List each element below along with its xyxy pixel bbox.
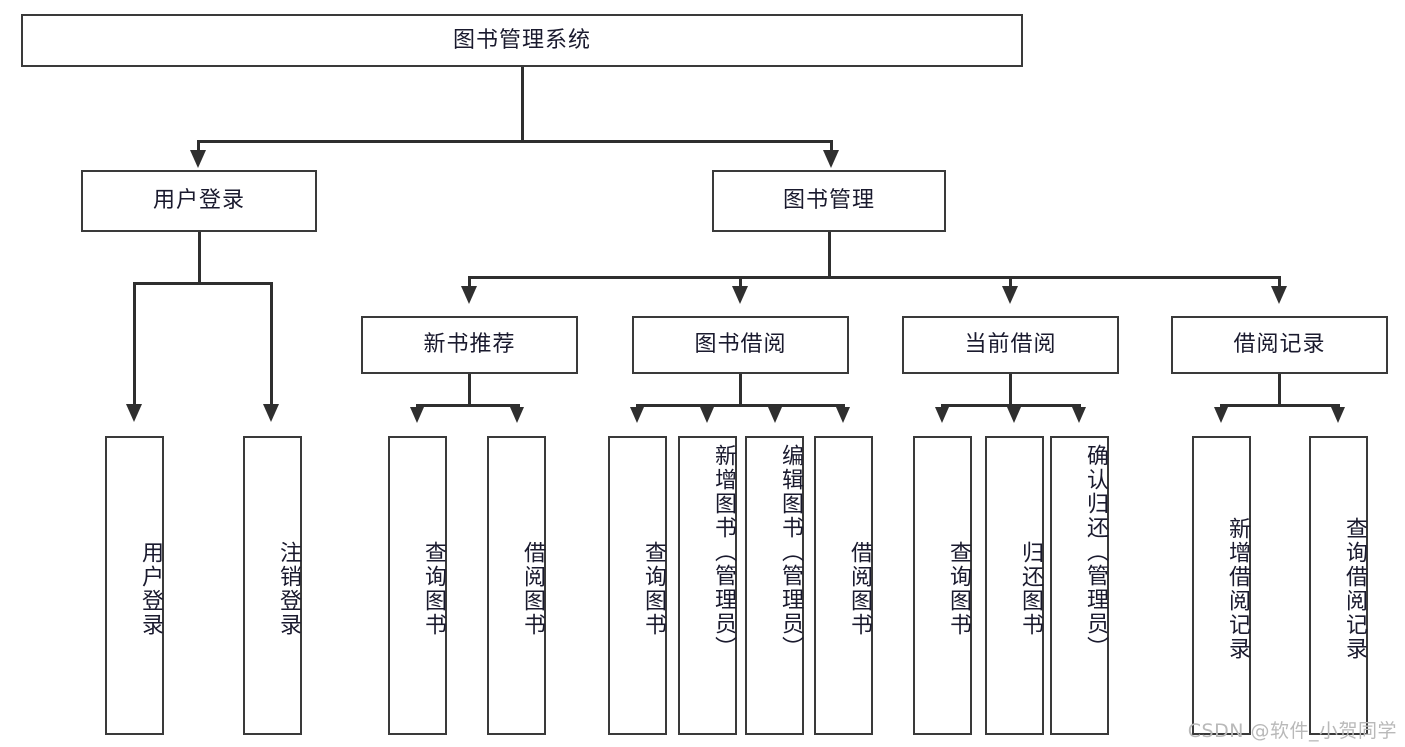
- leaf-label: 查询借阅记录: [1342, 516, 1367, 661]
- arrowhead-leaf-confirm-return: [1072, 407, 1086, 423]
- node-label: 图书管理: [782, 188, 875, 213]
- connector-book-mgmt-branch-1: [468, 276, 471, 290]
- arrowhead-borrow-record: [1271, 286, 1287, 304]
- connector-book-mgmt-branch-3: [1009, 276, 1012, 290]
- leaf-label: 查询图书: [641, 540, 666, 637]
- leaf-confirm-return-admin[interactable]: 确认归还（管理员）: [1050, 436, 1109, 735]
- node-user-login[interactable]: 用户登录: [81, 170, 317, 232]
- node-root-book-management-system[interactable]: 图书管理系统: [21, 14, 1023, 67]
- connector-book-borrow-bus: [636, 404, 844, 407]
- node-book-borrowing[interactable]: 图书借阅: [632, 316, 849, 374]
- connector-new-book-rec-bus: [416, 404, 520, 407]
- leaf-add-book-admin[interactable]: 新增图书（管理员）: [678, 436, 737, 735]
- node-book-management[interactable]: 图书管理: [712, 170, 946, 232]
- arrowhead-leaf-query-borrow-record: [1331, 407, 1345, 423]
- arrowhead-leaf-user-login: [126, 404, 142, 422]
- arrowhead-leaf-add-borrow-record: [1214, 407, 1228, 423]
- leaf-label: 新增图书（管理员）: [711, 444, 736, 660]
- leaf-add-borrow-record[interactable]: 新增借阅记录: [1192, 436, 1251, 735]
- leaf-query-borrow-record[interactable]: 查询借阅记录: [1309, 436, 1368, 735]
- connector-new-book-rec-stem: [468, 374, 471, 406]
- connector-book-mgmt-branch-4: [1278, 276, 1281, 290]
- connector-user-login-stem: [198, 232, 201, 284]
- leaf-label: 注销登录: [276, 540, 301, 637]
- arrowhead-new-book-rec: [461, 286, 477, 304]
- connector-borrow-record-stem: [1278, 374, 1281, 406]
- node-borrowing-records[interactable]: 借阅记录: [1171, 316, 1388, 374]
- leaf-label: 用户登录: [138, 540, 163, 637]
- leaf-borrow-book-borrowing[interactable]: 借阅图书: [814, 436, 873, 735]
- arrowhead-leaf-borrow-book-2: [836, 407, 850, 423]
- node-label: 当前借阅: [964, 332, 1057, 357]
- node-label: 借阅记录: [1233, 332, 1326, 357]
- arrowhead-current-borrow: [1002, 286, 1018, 304]
- leaf-label: 借阅图书: [847, 540, 872, 637]
- arrowhead-leaf-return-book: [1007, 407, 1021, 423]
- arrowhead-leaf-query-book-2: [630, 407, 644, 423]
- connector-user-login-branch-2: [270, 282, 273, 407]
- leaf-label: 归还图书: [1018, 540, 1043, 637]
- arrowhead-leaf-add-book: [700, 407, 714, 423]
- leaf-query-book-borrowing[interactable]: 查询图书: [608, 436, 667, 735]
- connector-root-stem: [521, 67, 524, 142]
- arrowhead-user-login: [190, 150, 206, 168]
- connector-user-login-branch-1: [133, 282, 136, 407]
- connector-root-bus: [197, 140, 832, 143]
- leaf-edit-book-admin[interactable]: 编辑图书（管理员）: [745, 436, 804, 735]
- leaf-label: 借阅图书: [520, 540, 545, 637]
- arrowhead-leaf-query-book-3: [935, 407, 949, 423]
- leaf-user-login[interactable]: 用户登录: [105, 436, 164, 735]
- connector-book-mgmt-branch-2: [739, 276, 742, 290]
- node-label: 图书管理系统: [452, 27, 591, 53]
- connector-borrow-record-bus: [1220, 404, 1338, 407]
- leaf-label: 查询图书: [421, 540, 446, 637]
- node-new-book-recommendation[interactable]: 新书推荐: [361, 316, 578, 374]
- leaf-label: 新增借阅记录: [1225, 516, 1250, 661]
- arrowhead-leaf-logout-login: [263, 404, 279, 422]
- leaf-query-book-current[interactable]: 查询图书: [913, 436, 972, 735]
- connector-book-mgmt-stem: [828, 232, 831, 278]
- node-current-borrowing[interactable]: 当前借阅: [902, 316, 1119, 374]
- node-label: 新书推荐: [423, 332, 516, 357]
- arrowhead-book-borrow: [732, 286, 748, 304]
- arrowhead-leaf-edit-book: [768, 407, 782, 423]
- arrowhead-book-mgmt: [823, 150, 839, 168]
- connector-current-borrow-bus: [941, 404, 1079, 407]
- node-label: 图书借阅: [694, 332, 787, 357]
- leaf-logout-login[interactable]: 注销登录: [243, 436, 302, 735]
- node-label: 用户登录: [152, 188, 245, 213]
- connector-current-borrow-stem: [1009, 374, 1012, 406]
- arrowhead-leaf-borrow-book-1: [510, 407, 524, 423]
- leaf-return-book[interactable]: 归还图书: [985, 436, 1044, 735]
- connector-book-mgmt-bus: [468, 276, 1280, 279]
- leaf-borrow-book-new-rec[interactable]: 借阅图书: [487, 436, 546, 735]
- connector-root-to-user-login: [197, 140, 200, 154]
- leaf-label: 查询图书: [946, 540, 971, 637]
- connector-user-login-bus: [133, 282, 270, 285]
- connector-root-to-book-mgmt: [830, 140, 833, 154]
- arrowhead-leaf-query-book-1: [410, 407, 424, 423]
- connector-book-borrow-stem: [739, 374, 742, 406]
- leaf-label: 确认归还（管理员）: [1083, 444, 1108, 660]
- leaf-query-book-new-rec[interactable]: 查询图书: [388, 436, 447, 735]
- leaf-label: 编辑图书（管理员）: [778, 444, 803, 660]
